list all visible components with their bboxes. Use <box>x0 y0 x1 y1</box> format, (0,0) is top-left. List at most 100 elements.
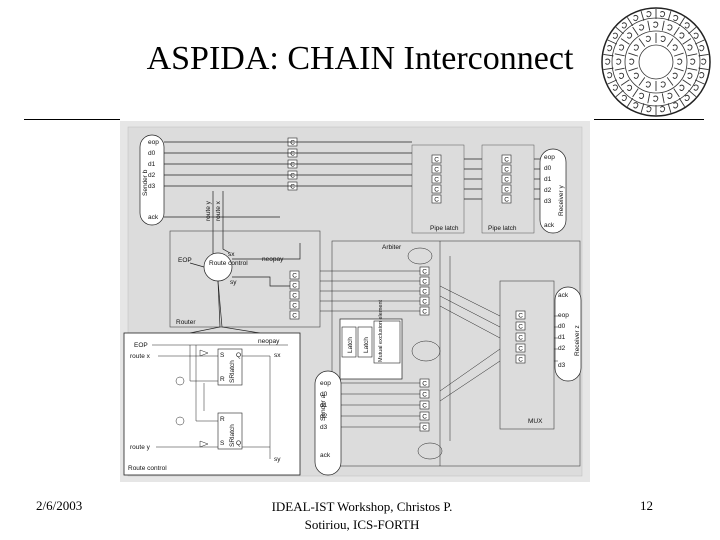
sender-b-d1: d1 <box>148 161 156 168</box>
seal-divider <box>688 26 697 35</box>
router-block: Router EOP Route control sx sy neopay CC… <box>169 230 321 328</box>
seal-divider <box>698 67 709 70</box>
phaistos-disc-logo <box>601 7 711 117</box>
c-element: C <box>419 378 430 388</box>
receiver-y-d3: d3 <box>544 198 552 205</box>
seal-glyph <box>699 72 705 79</box>
seal-divider <box>661 93 665 104</box>
seal-glyph <box>679 32 685 39</box>
sender-b-d2: d2 <box>148 172 156 179</box>
sender-b-label: Sender b <box>142 169 149 196</box>
pipe-latch-2-label: Pipe latch <box>488 225 517 232</box>
seal-glyph <box>687 44 693 51</box>
seal-divider <box>628 67 639 72</box>
seal-divider <box>688 89 697 98</box>
seal-glyph <box>687 72 693 79</box>
seal-glyph <box>684 22 690 29</box>
seal-divider <box>647 20 651 31</box>
c-element-label: C <box>290 162 295 169</box>
seal-divider <box>640 103 645 113</box>
mux-label: MUX <box>528 418 543 425</box>
c-element: C <box>289 270 300 280</box>
c-element: C <box>515 332 526 342</box>
c-element: C <box>419 411 430 421</box>
c-element-label: C <box>290 184 295 191</box>
seal-divider <box>614 67 625 71</box>
seal-glyph <box>629 58 635 65</box>
rc-srlatch-top: SRlatch <box>229 360 236 383</box>
c-element: C <box>419 422 430 432</box>
sender-b-d0: d0 <box>148 150 156 157</box>
arbiter-label: Arbiter <box>382 244 402 251</box>
seal-divider <box>673 26 680 36</box>
mutex-latch-b: Latch <box>363 337 370 353</box>
seal-glyph <box>621 22 627 29</box>
seal-glyph <box>633 102 639 109</box>
c-element-label: C <box>518 346 523 353</box>
sender-b-route-y: route y <box>205 200 212 221</box>
seal-glyph <box>673 102 679 109</box>
seal-glyph <box>621 94 627 102</box>
rc-sy: sy <box>274 456 281 463</box>
c-element: C <box>289 300 300 310</box>
footer-page-number: 12 <box>640 498 653 513</box>
receiver-z-d0: d0 <box>558 323 566 330</box>
c-element-label: C <box>422 279 427 286</box>
sender-b-route-x: route x <box>215 200 222 221</box>
c-element-label: C <box>504 167 509 174</box>
seal-divider <box>607 79 618 85</box>
seal-glyph <box>667 92 673 99</box>
c-element: C <box>419 389 430 399</box>
rc-label: Route control <box>128 465 167 472</box>
seal-divider <box>667 103 672 113</box>
seal-divider <box>615 26 624 35</box>
c-element: C <box>431 164 442 174</box>
receiver-y-d2: d2 <box>544 187 552 194</box>
title-rule-left <box>24 119 120 120</box>
seal-glyph <box>612 84 618 91</box>
sender-b-eop: eop <box>148 139 159 146</box>
seal-glyph <box>618 72 625 79</box>
c-element: C <box>515 310 526 320</box>
sender-a-label: Sender a <box>320 394 327 421</box>
seal-glyph <box>693 84 699 91</box>
c-element-label: C <box>422 289 427 296</box>
c-element: C <box>515 343 526 353</box>
c-element-label: C <box>422 269 427 276</box>
seal-divider <box>640 11 645 21</box>
title-rule-right <box>594 119 704 120</box>
c-element: C <box>515 321 526 331</box>
seal-glyph <box>633 72 639 79</box>
seal-divider <box>678 97 686 107</box>
c-element-label: C <box>290 140 295 147</box>
c-element: C <box>431 184 442 194</box>
sender-a-d2: d2 <box>320 413 328 420</box>
rc-latch-bot-r: R <box>220 416 225 423</box>
sender-a-d0: d0 <box>320 391 328 398</box>
c-element-label: C <box>518 335 523 342</box>
seal-glyph <box>607 45 613 52</box>
rc-sx: sx <box>274 352 281 359</box>
sender-a-d3: d3 <box>320 424 328 431</box>
seal-glyph <box>672 44 678 51</box>
mutex-element-label: Mutual exclusion element <box>378 299 384 362</box>
seal-glyph <box>673 14 679 22</box>
sender-a-block: eop d0 d1 d2 d3 ack Sender a <box>314 370 342 476</box>
seal-divider <box>603 67 614 70</box>
seal-divider <box>620 38 630 45</box>
c-element-label: C <box>518 313 523 320</box>
receiver-y-block: eop d0 d1 d2 d3 ack Receiver y <box>539 148 567 234</box>
seal-glyph <box>690 58 696 65</box>
seal-divider <box>614 53 625 57</box>
route-control-detail: EOP neopay route x route y sx sy Route c… <box>123 332 301 476</box>
sender-b-d3: d3 <box>148 183 156 190</box>
receiver-z-d1: d1 <box>558 334 566 341</box>
seal-divider <box>628 52 639 57</box>
rc-latch-bot-q: Q <box>236 440 241 447</box>
seal-divider <box>678 17 686 27</box>
c-element: C <box>289 280 300 290</box>
footer-center: IDEAL-IST Workshop, Christos P. Sotiriou… <box>271 499 453 532</box>
seal-glyph <box>653 95 659 102</box>
rc-srlatch-bottom: SRlatch <box>229 424 236 447</box>
